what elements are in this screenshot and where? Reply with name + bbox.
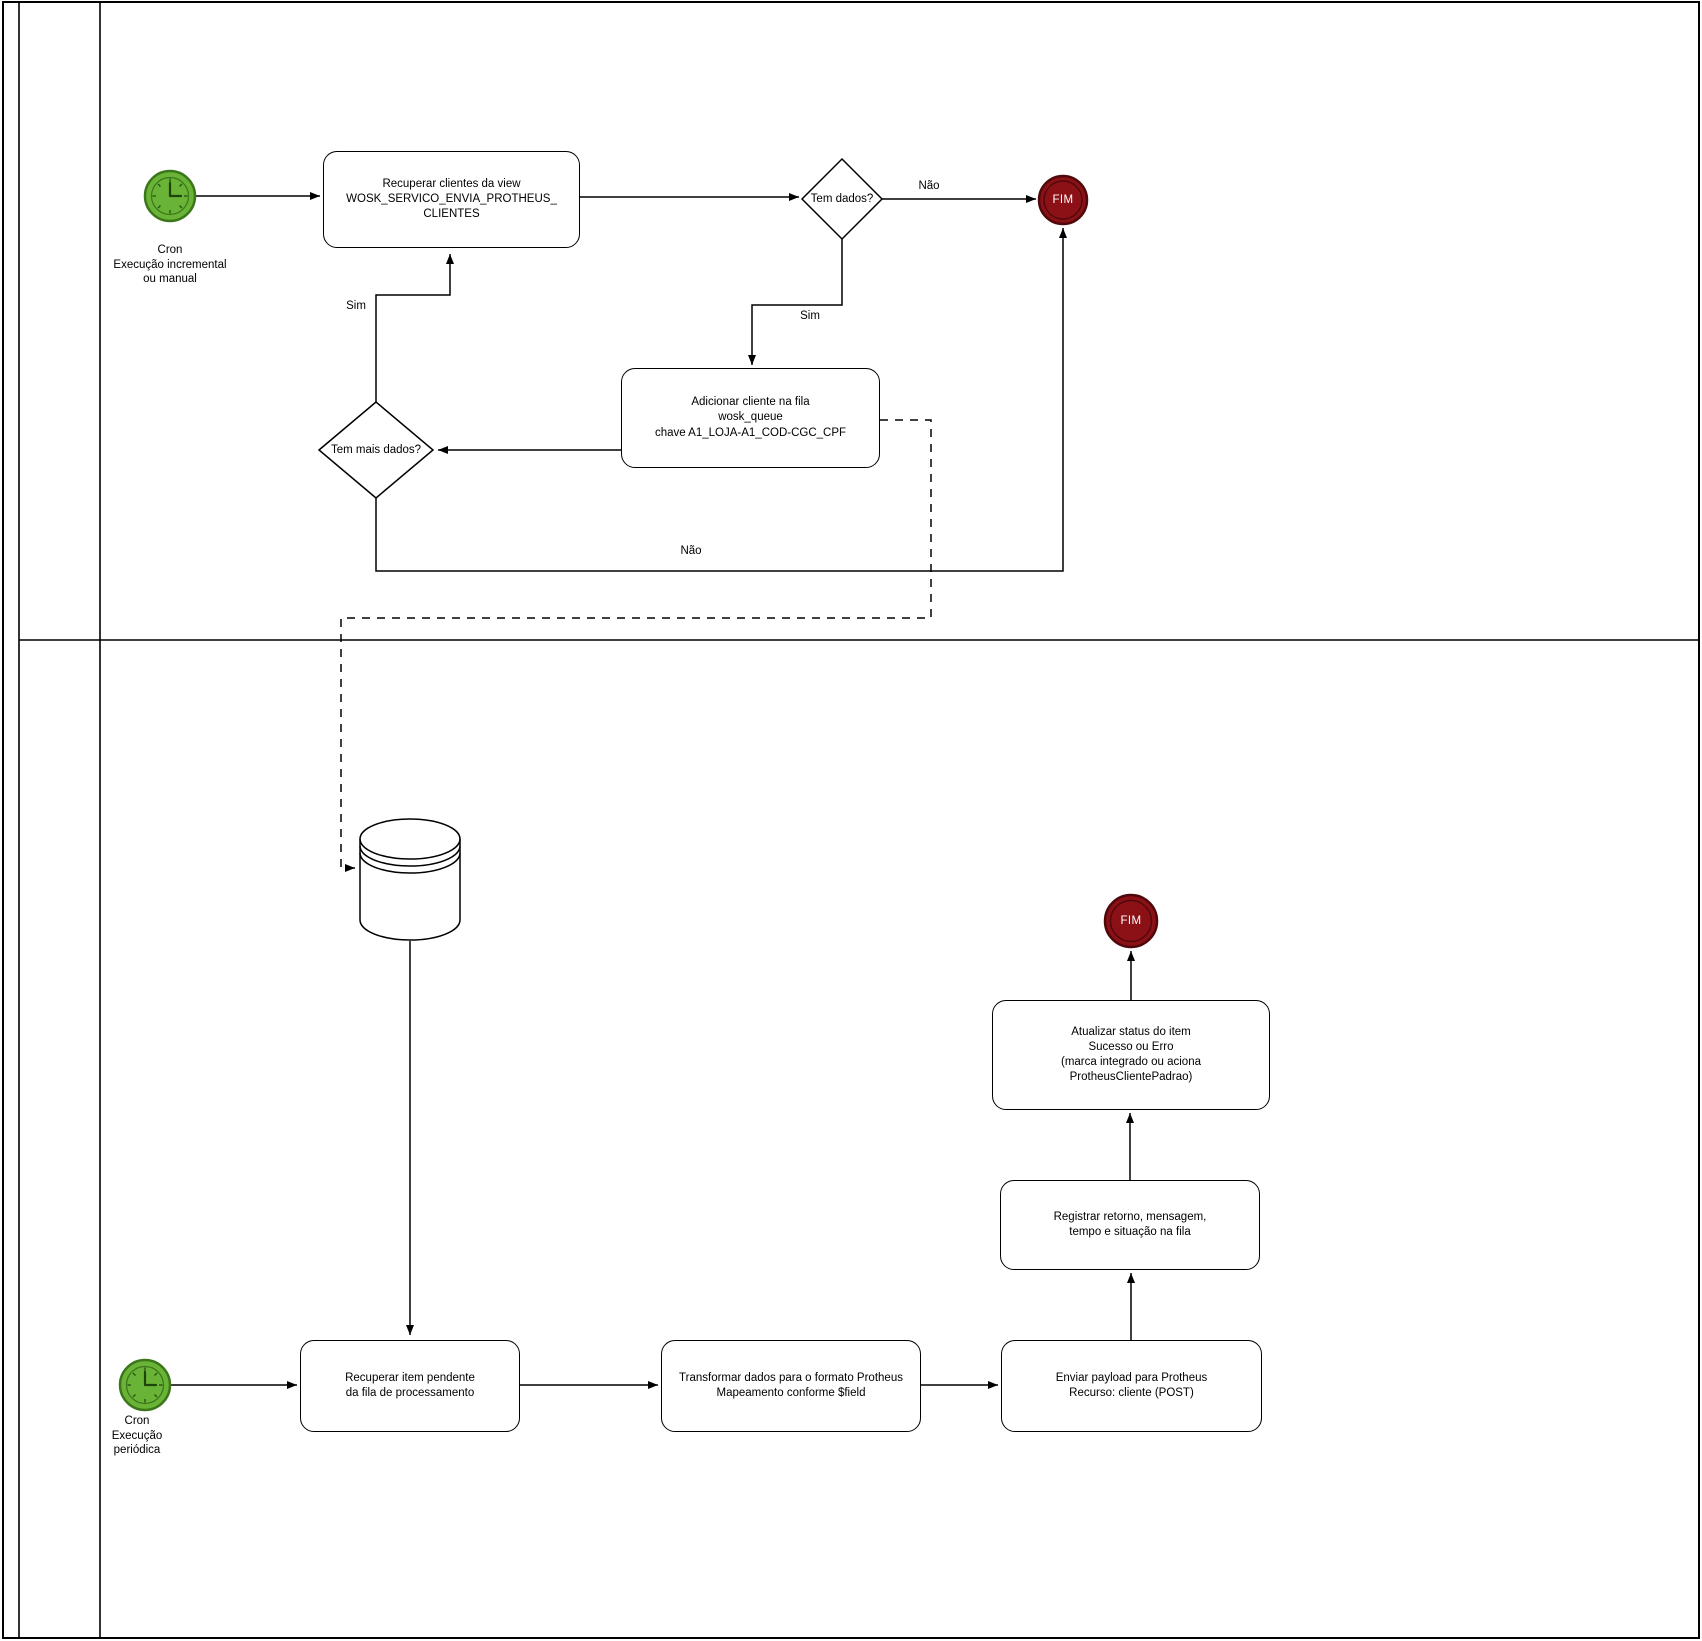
end-event-label-1: FIM xyxy=(1052,194,1074,206)
edge-label-nao-1: Não xyxy=(915,180,943,192)
edge-label-sim-2: Sim xyxy=(343,300,369,312)
end-event-label-2: FIM xyxy=(1120,915,1142,927)
task-registrar-retorno: Registrar retorno, mensagem, tempo e sit… xyxy=(1000,1180,1260,1270)
end-event-icon-1 xyxy=(1037,174,1089,226)
edge-tem-dados-sim-to-adicionar xyxy=(748,239,843,365)
start-event-label-cron-incremental: Cron Execução incremental ou manual xyxy=(113,244,227,286)
task-transformar-dados: Transformar dados para o formato Protheu… xyxy=(661,1340,921,1432)
start-event-label-cron-periodica: Cron Execução periódica xyxy=(111,1415,163,1457)
timer-start-icon-1 xyxy=(143,169,197,223)
task-atualizar-status: Atualizar status do item Sucesso ou Erro… xyxy=(992,1000,1270,1110)
edge-adicionar-to-datastore-dashed xyxy=(340,419,932,872)
edge-label-sim-1: Sim xyxy=(797,310,823,322)
gateway-tem-mais-dados-shape xyxy=(317,401,435,499)
end-event-icon-2 xyxy=(1103,893,1159,949)
edge-label-nao-2: Não xyxy=(677,545,705,557)
task-enviar-payload: Enviar payload para Protheus Recurso: cl… xyxy=(1001,1340,1262,1432)
edge-tem-mais-dados-sim-to-recuperar-view xyxy=(375,254,454,402)
task-recuperar-clientes-view: Recuperar clientes da view WOSK_SERVICO_… xyxy=(323,151,580,248)
edge-tem-mais-dados-nao-to-fim xyxy=(375,228,1067,572)
timer-start-icon-2 xyxy=(118,1358,172,1412)
gateway-tem-dados-shape xyxy=(800,157,884,241)
datastore-cylinder-icon xyxy=(359,818,461,941)
task-adicionar-cliente-fila: Adicionar cliente na fila wosk_queue cha… xyxy=(621,368,880,468)
task-recuperar-item-pendente: Recuperar item pendente da fila de proce… xyxy=(300,1340,520,1432)
